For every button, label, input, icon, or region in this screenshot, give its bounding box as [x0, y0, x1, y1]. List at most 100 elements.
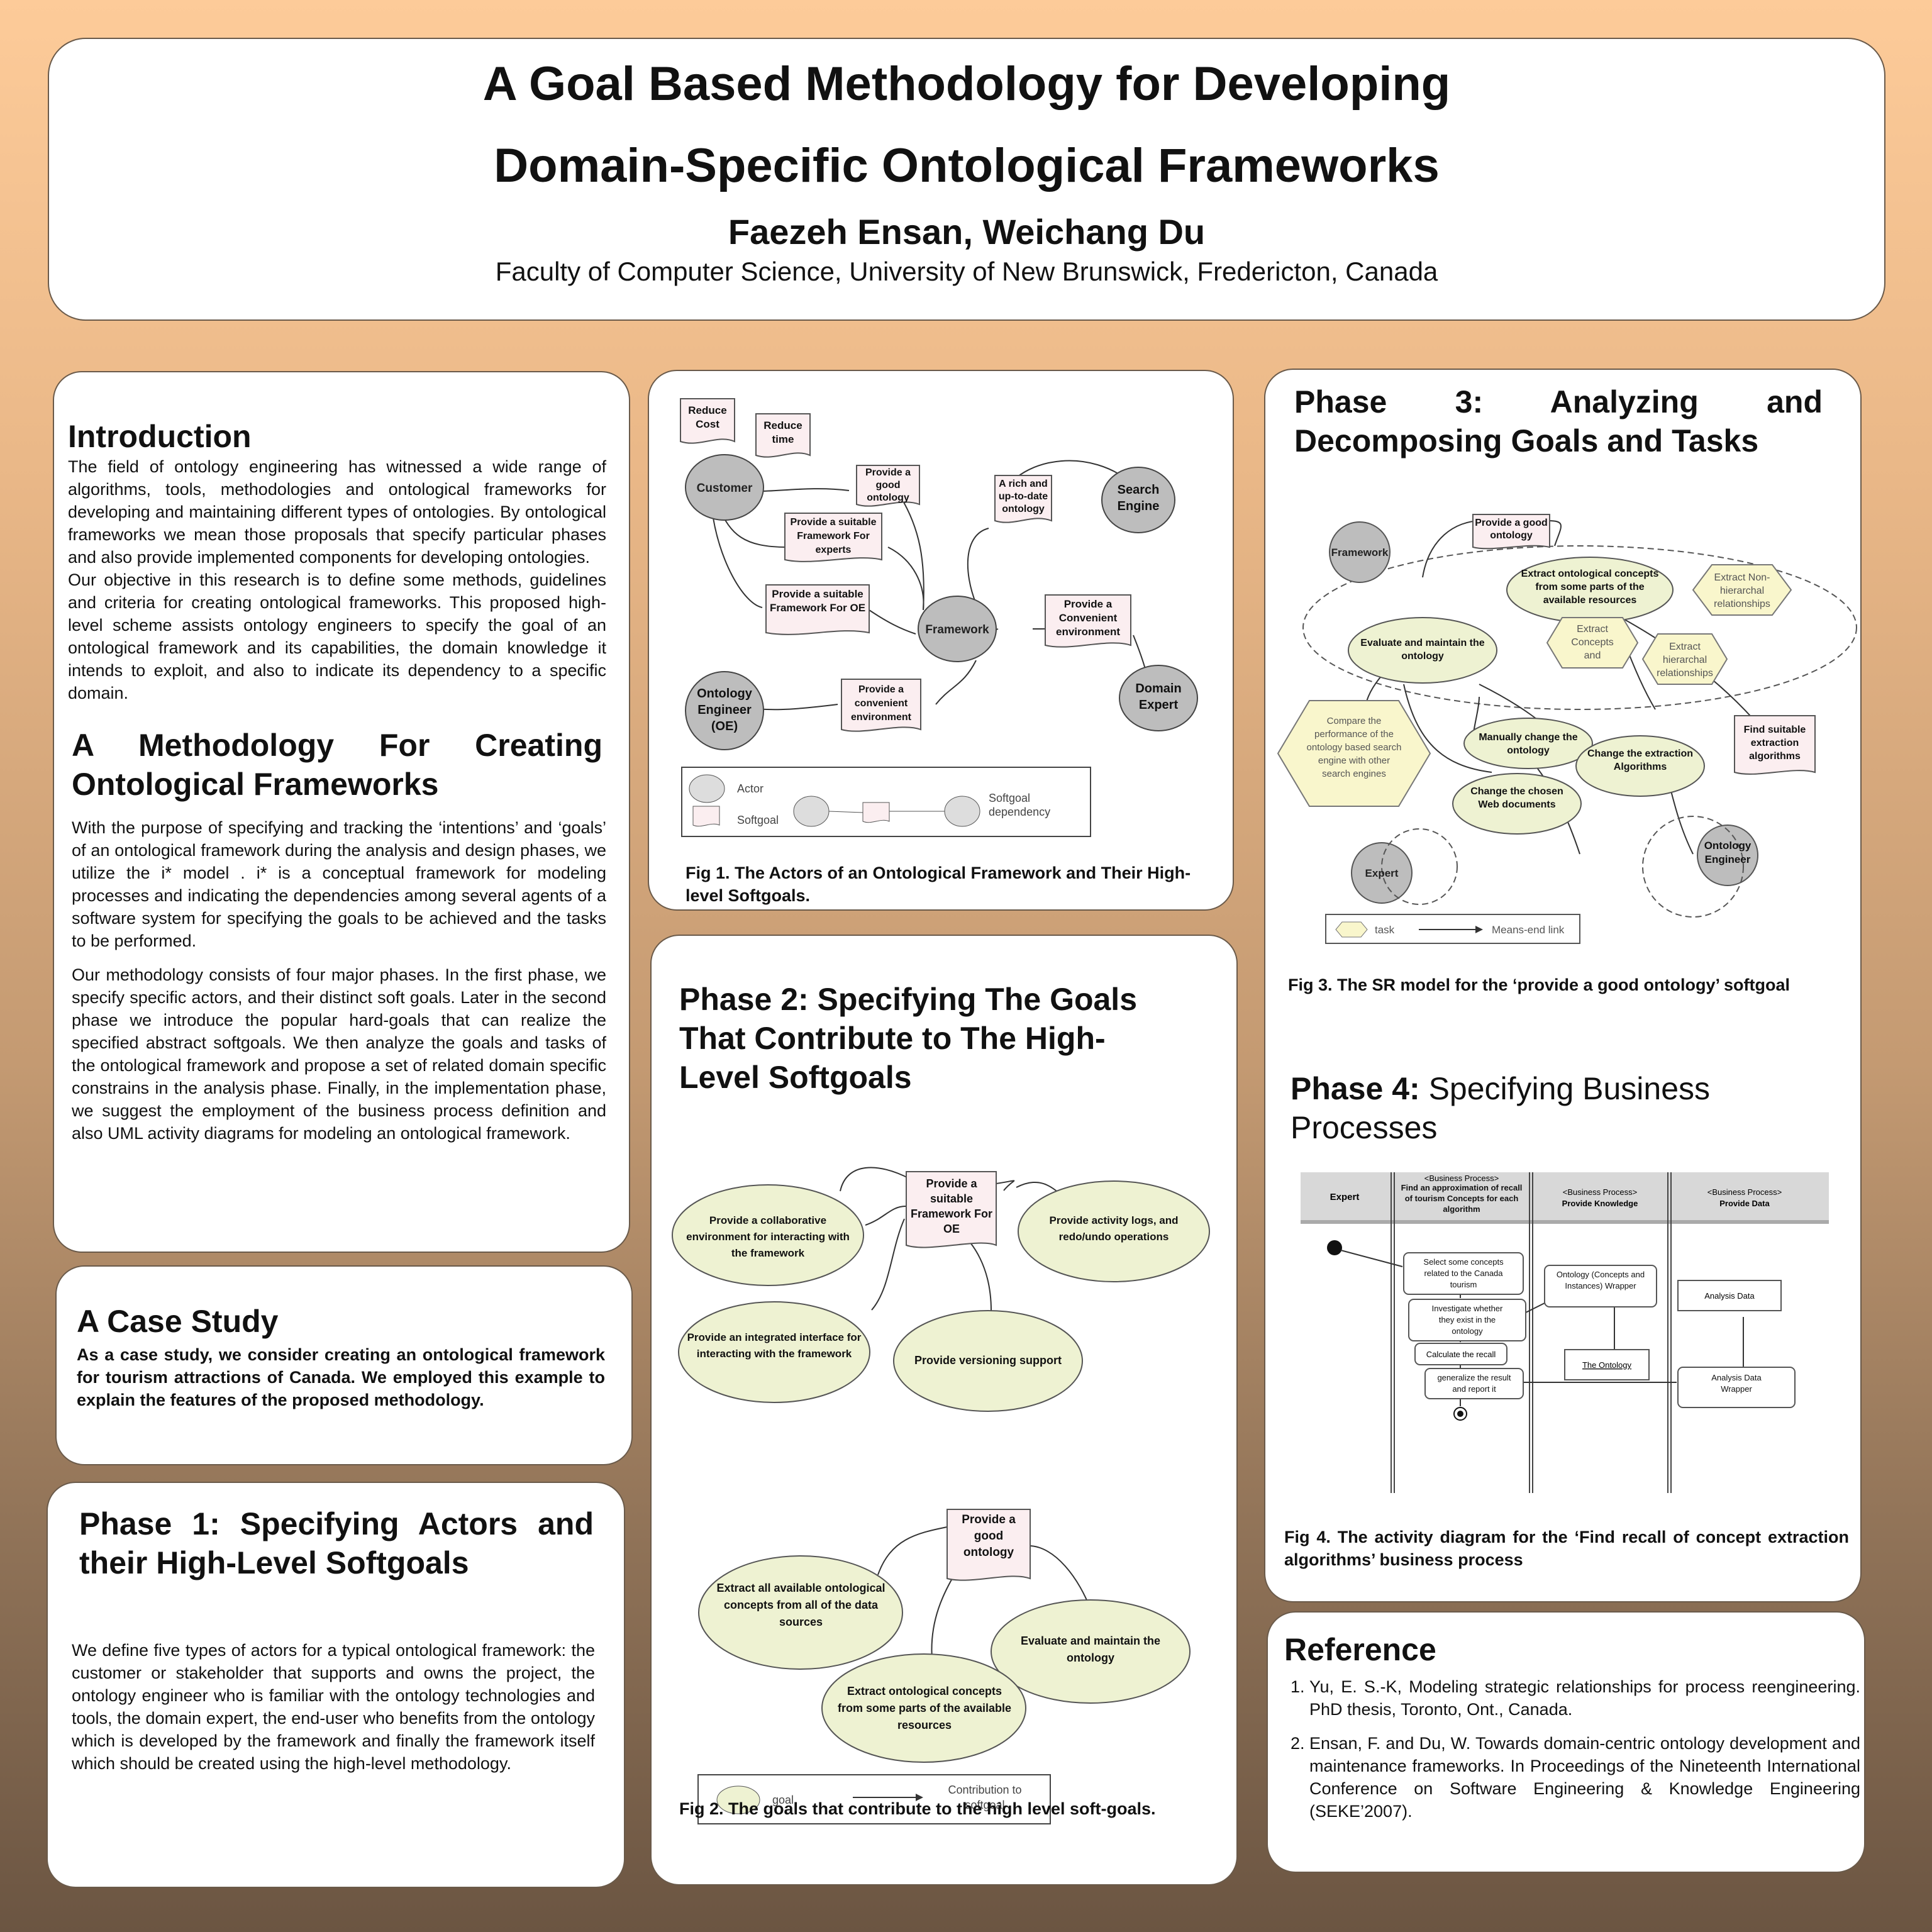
fig1-legend-actor: Actor	[737, 782, 763, 795]
fig3-task-extract-ci	[1546, 617, 1639, 669]
fig2-diagram: Provide a suitable Framework For OE Prov…	[672, 1167, 1210, 1824]
intro-panel: Introduction The field of ontology engin…	[53, 371, 630, 1253]
phase1-panel: Phase 1: Specifying Actors and their Hig…	[47, 1482, 625, 1888]
fig2-legend-goal: goal	[772, 1794, 794, 1806]
intro-paragraph-2: Our objective in this research is to def…	[68, 570, 606, 702]
phase1-heading: Phase 1: Specifying Actors and their Hig…	[79, 1506, 594, 1580]
fig3-text-change-alg: Change the extraction Algorithms	[1587, 748, 1694, 772]
fig1-text-convenient-env: Provide a Convenient environment	[1055, 598, 1121, 638]
softgoal-reduce-cost	[680, 398, 735, 444]
fig3-label-framework: Framework	[1331, 547, 1389, 558]
fig2-goal-integrated	[678, 1301, 870, 1403]
actor-ontology-engineer	[685, 671, 764, 750]
actor-domain-expert	[1119, 665, 1198, 731]
case-study-text: As a case study, we consider creating an…	[77, 1345, 605, 1409]
fig4-text-analysis-data: Analysis Data	[1704, 1291, 1755, 1301]
fig1-label-framework: Framework	[925, 623, 989, 636]
fig4-lane-bp3-name: Provide Data	[1719, 1199, 1770, 1208]
fig4-caption: Fig 4. The activity diagram for the ‘Fin…	[1284, 1528, 1849, 1569]
softgoal-reduce-time	[755, 413, 811, 458]
fig2-goal-extract-all	[698, 1555, 903, 1670]
fig3-legend: task Means-end link	[1325, 914, 1580, 944]
fig3-goal-evaluate	[1348, 617, 1497, 684]
fig1-label-search-engine: Search Engine	[1117, 483, 1160, 513]
poster-title-line1: A Goal Based Methodology for Developing	[482, 57, 1451, 111]
fig2-goal-evaluate	[991, 1599, 1191, 1704]
fig3-text-evaluate: Evaluate and maintain the ontology	[1360, 638, 1485, 662]
fig2-text-activity-logs: Provide activity logs, and redo/undo ope…	[1049, 1214, 1179, 1243]
phase1-text: We define five types of actors for a typ…	[72, 1641, 595, 1773]
fig1-label-customer: Customer	[697, 482, 753, 495]
actor-search-engine	[1101, 467, 1175, 533]
fig3-text-extract-concepts: Extract ontological concepts from some p…	[1521, 569, 1659, 606]
fig4-analysis-data	[1677, 1280, 1782, 1311]
fig2-goal-extract-some	[821, 1653, 1026, 1763]
fig4-the-ontology	[1564, 1349, 1650, 1380]
fig1-legend-softgoal: Softgoal	[737, 814, 779, 826]
fig1-text-reduce-cost: Reduce Cost	[688, 404, 727, 430]
phase4-heading: Phase 4: Specifying Business Processes	[1291, 1069, 1819, 1147]
intro-paragraph-1: The field of ontology engineering has wi…	[68, 457, 606, 567]
phase4-heading-bold: Phase 4:	[1291, 1071, 1420, 1106]
fig1-diagram: Customer Search Engine Framework Domain …	[680, 398, 1198, 837]
fig4-act-select	[1403, 1252, 1524, 1295]
reference-panel: Reference Yu, E. S.-K, Modeling strategi…	[1267, 1611, 1865, 1873]
fig1-panel: Customer Search Engine Framework Domain …	[648, 370, 1234, 911]
fig2-softgoal-suitable-oe	[906, 1171, 997, 1248]
fig4-act-investigate	[1408, 1299, 1526, 1341]
softgoal-suitable-experts	[784, 513, 882, 562]
softgoal-rich-ontology	[994, 475, 1052, 523]
fig4-text-investigate: Investigate whether they exist in the on…	[1431, 1304, 1503, 1336]
softgoal-convenient-env	[1045, 594, 1131, 648]
fig4-lane-bp1: <Business Process>	[1424, 1174, 1499, 1183]
fig3-task-hier	[1641, 633, 1728, 685]
fig3-text-non-hier: Extract Non-hierarchal relationships	[1714, 572, 1770, 609]
fig2-text-good-ontology: Provide a good ontology	[962, 1513, 1016, 1559]
fig4-text-the-ontology: The Ontology	[1582, 1360, 1632, 1370]
fig4-wrapper	[1544, 1265, 1657, 1307]
fig3-text-compare: Compare the performance of the ontology …	[1306, 716, 1402, 779]
case-study-panel: A Case Study As a case study, we conside…	[55, 1265, 633, 1465]
fig2-softgoal-good-ontology	[947, 1509, 1031, 1581]
reference-list: Yu, E. S.-K, Modeling strategic relation…	[1284, 1675, 1860, 1834]
fig4-text-calc: Calculate the recall	[1426, 1350, 1496, 1359]
fig3-softgoal-find-alg	[1734, 715, 1816, 775]
softgoal-suitable-oe	[765, 584, 870, 635]
intro-heading: Introduction	[68, 419, 252, 454]
fig3-legend-link: Means-end link	[1492, 924, 1565, 936]
case-study-heading: A Case Study	[77, 1304, 279, 1339]
fig4-text-generalize: generalize the result and report it	[1437, 1373, 1511, 1394]
fig3-label-expert: Expert	[1365, 867, 1399, 879]
fig1-softgoals	[680, 398, 1131, 732]
fig2-text-suitable-oe: Provide a suitable Framework For OE	[910, 1177, 993, 1235]
fig3-diagram: Framework Expert Ontology Engineer Provi…	[1277, 514, 1857, 944]
fig1-actors	[685, 454, 1198, 750]
phase2-panel: Phase 2: Specifying The Goals That Contr…	[650, 935, 1238, 1885]
fig4-diagram: Expert <Business Process> Find an approx…	[1301, 1172, 1829, 1493]
phase4-heading-rest: Specifying Business Processes	[1291, 1071, 1711, 1145]
fig3-text-extract-ci: Extract Concepts and Instances	[1571, 624, 1614, 664]
fig3-goal-change-web	[1452, 773, 1582, 835]
fig3-legend-task: task	[1375, 924, 1395, 936]
fig3-task-compare	[1277, 700, 1431, 807]
fig3-task-non-hier	[1692, 564, 1792, 616]
fig4-act-calc	[1414, 1343, 1507, 1365]
fig3-actor-framework	[1329, 521, 1391, 583]
fig4-text-select: Select some concepts related to the Cana…	[1423, 1257, 1504, 1289]
fig3-text-hier: Extract hierarchal relationships	[1657, 641, 1713, 679]
fig3-goal-manual	[1463, 718, 1593, 769]
fig4-lane-bp2-name: Provide Knowledge	[1562, 1199, 1638, 1208]
fig2-text-integrated: Provide an integrated interface for inte…	[687, 1331, 862, 1360]
fig2-text-extract-some: Extract ontological concepts from some p…	[837, 1685, 1012, 1731]
fig3-text-manual: Manually change the ontology	[1479, 732, 1578, 756]
method-heading: A Methodology For Creating Ontological F…	[72, 728, 602, 802]
fig4-analysis-wrapper	[1677, 1367, 1796, 1408]
method-paragraph-2: Our methodology consists of four major p…	[72, 965, 606, 1143]
fig3-text-good-ontology: Provide a good ontology	[1475, 518, 1548, 541]
fig4-text-analysis-wrapper: Analysis Data Wrapper	[1711, 1373, 1762, 1394]
fig1-text-suitable-experts: Provide a suitable Framework For experts	[790, 517, 877, 555]
fig3-text-change-web: Change the chosen Web documents	[1470, 786, 1563, 810]
method-paragraph-1: With the purpose of specifying and track…	[72, 818, 606, 950]
fig2-goal-versioning	[893, 1310, 1083, 1412]
reference-heading: Reference	[1284, 1632, 1436, 1667]
